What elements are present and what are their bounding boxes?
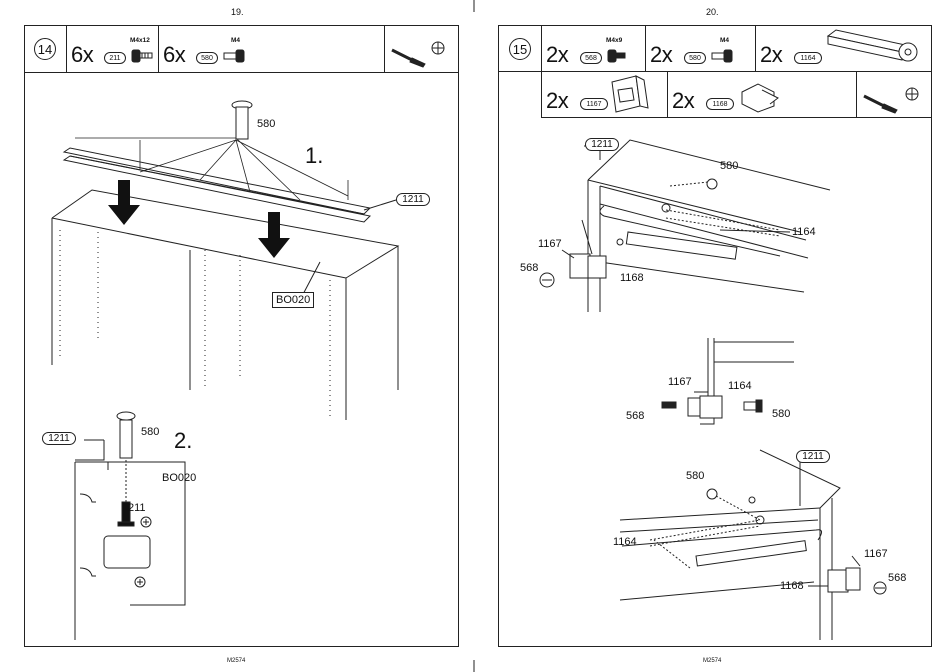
- screwdriver-icon: [864, 88, 918, 113]
- part-label: 580: [720, 160, 738, 172]
- part-label: 1164: [613, 536, 637, 548]
- rail-id-badge: 1211: [796, 450, 830, 463]
- top-assembly-drawing: [540, 140, 830, 312]
- part-label: 1167: [668, 376, 692, 388]
- part-label: 568: [888, 572, 906, 584]
- screw-568-icon: [608, 50, 625, 62]
- part-label: 1167: [864, 548, 888, 560]
- bottom-assembly-drawing: [620, 450, 886, 640]
- part-label: 580: [686, 470, 704, 482]
- part-label: 1167: [538, 238, 562, 250]
- connector-rod-1164-icon: [828, 30, 917, 61]
- part-label: 1168: [780, 580, 804, 592]
- part-label: 1164: [792, 226, 816, 238]
- part-label: 1164: [728, 380, 752, 392]
- bracket-1167-icon: [612, 76, 648, 112]
- screw-580-icon: [712, 50, 732, 62]
- part-label: 568: [520, 262, 538, 274]
- clip-1168-icon: [742, 84, 778, 112]
- part-label: 580: [772, 408, 790, 420]
- rail-id-badge: 1211: [585, 138, 619, 151]
- part-label: 568: [626, 410, 644, 422]
- part-label: 1168: [620, 272, 644, 284]
